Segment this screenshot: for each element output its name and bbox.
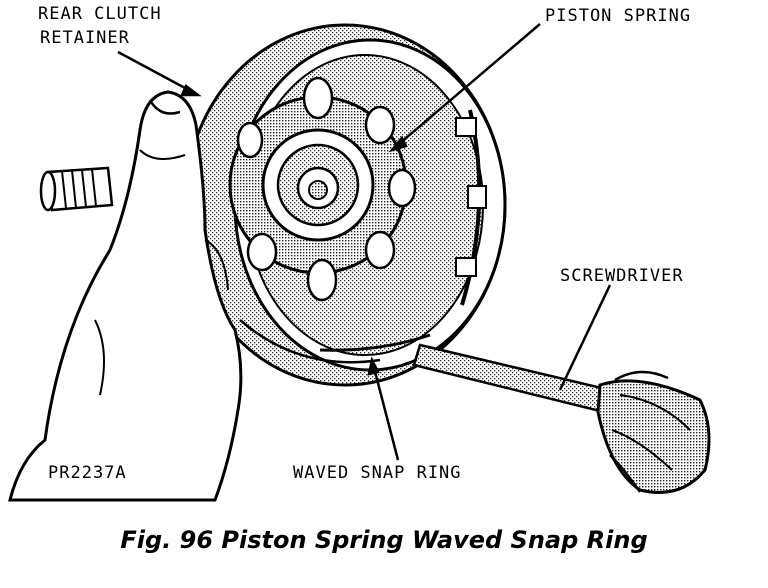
callout-lines [117,23,612,461]
clutch-hub [261,128,375,242]
label-figure-code: PR2237A [48,463,127,483]
label-waved-snap-ring: WAVED SNAP RING [293,463,462,483]
output-shaft [39,166,114,212]
label-rear-clutch-retainer-line1: REAR CLUTCH [38,4,162,24]
label-rear-clutch-retainer-line2: RETAINER [40,28,130,48]
label-piston-spring: PISTON SPRING [545,6,692,26]
screwdriver [412,343,711,494]
waved-snap-ring [319,109,487,352]
figure-caption: Fig. 96 Piston Spring Waved Snap Ring [120,526,648,554]
label-screwdriver: SCREWDRIVER [560,266,684,286]
left-hand [8,90,243,502]
